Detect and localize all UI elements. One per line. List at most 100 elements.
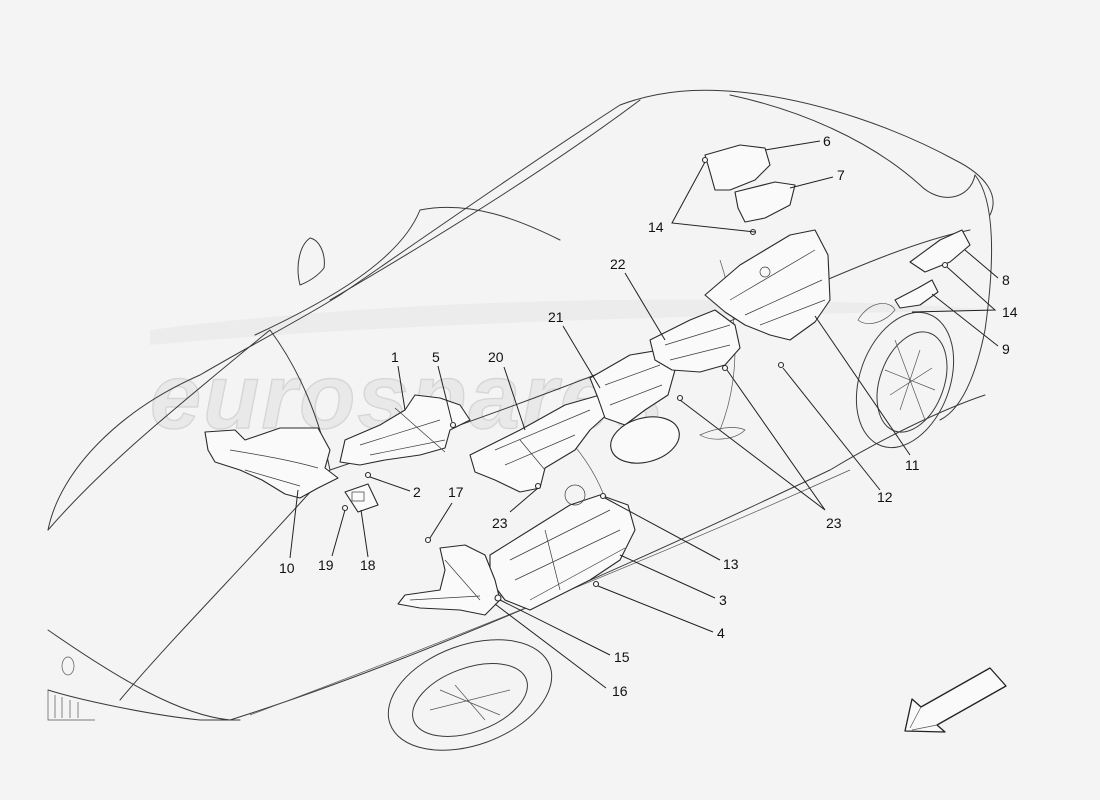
rear-wheel (855, 311, 955, 449)
callout-13: 13 (723, 556, 739, 572)
part-10-ribs (229, 449, 319, 487)
leader-11 (814, 315, 911, 456)
heat-shield-parts (204, 144, 971, 616)
part-front-shield-ribs (409, 559, 481, 601)
leader-1 (397, 365, 406, 411)
part-7-heat-shield (734, 181, 796, 223)
fastener-5 (449, 421, 457, 429)
part-21-ribs (604, 364, 663, 406)
callout-7: 7 (837, 167, 845, 183)
part-9-heat-shield (894, 279, 939, 309)
part-22-heat-shield (649, 309, 741, 373)
leader-18 (360, 509, 369, 558)
leader-16 (494, 603, 607, 689)
car-rear-window (729, 94, 976, 198)
car-badge (61, 656, 75, 676)
car-mirror (297, 237, 325, 286)
callout-12: 12 (877, 489, 893, 505)
front-wheel (387, 639, 553, 751)
fastener-4 (592, 580, 600, 588)
callout-3: 3 (719, 592, 727, 608)
callout-1: 1 (391, 349, 399, 365)
callout-23-left: 23 (492, 515, 508, 531)
leader-20 (503, 366, 526, 431)
callout-9: 9 (1002, 341, 1010, 357)
fastener-19 (341, 504, 349, 512)
part-muffler (610, 416, 680, 464)
callout-15: 15 (614, 649, 630, 665)
callout-11: 11 (905, 457, 920, 473)
leader-23b (679, 369, 826, 511)
leader-10 (289, 489, 299, 559)
part-3-heat-shield (489, 494, 636, 611)
callout-4: 4 (717, 625, 725, 641)
part-6-heat-shield (704, 144, 771, 191)
leader-14b (911, 266, 997, 313)
leader-9 (931, 293, 999, 347)
fastener-2 (364, 471, 372, 479)
watermark-swoosh (150, 299, 1000, 345)
leader-13 (604, 497, 721, 561)
leader-6 (764, 140, 821, 151)
leader-lines (289, 140, 999, 689)
callout-22: 22 (610, 256, 626, 272)
part-3-ribs (509, 509, 626, 601)
callout-5: 5 (432, 349, 440, 365)
leader-7 (789, 176, 834, 189)
leader-15 (499, 599, 611, 656)
fastener-17 (424, 536, 432, 544)
part-10-heat-shield (204, 427, 339, 499)
car-front-fascia (47, 689, 241, 721)
callout-14-right: 14 (1002, 304, 1018, 320)
part-11-ribs (729, 249, 826, 326)
part-20-heat-shield (469, 394, 613, 493)
fastener-23c (721, 364, 729, 372)
fastener-15 (494, 594, 502, 602)
car-grille (47, 690, 95, 721)
part-21-heat-shield (589, 349, 676, 426)
part-8-heat-shield (909, 229, 971, 273)
part-22-ribs (664, 324, 731, 361)
part-18-bracket (344, 483, 379, 513)
fastener-23b (676, 394, 684, 402)
callout-21: 21 (548, 309, 564, 325)
part-11-heat-shield (704, 229, 831, 341)
callout-6: 6 (823, 133, 831, 149)
callout-18: 18 (360, 557, 376, 573)
car-roof-inner (329, 99, 641, 301)
leader-2 (369, 476, 411, 492)
leader-23a (509, 487, 539, 513)
leader-14a (671, 161, 756, 233)
direction-arrow-edge (909, 706, 938, 731)
car-windshield (254, 206, 561, 336)
callout-labels: 1 2 3 4 5 6 7 8 9 10 11 12 13 14 14 15 1… (279, 133, 1018, 699)
fastener-14-top (701, 156, 709, 164)
car-hood (47, 329, 331, 701)
leader-21 (562, 325, 601, 389)
fastener-14-right (941, 261, 949, 269)
leader-8 (964, 249, 999, 279)
callout-23-right: 23 (826, 515, 842, 531)
callout-19: 19 (318, 557, 334, 573)
fastener-13 (599, 492, 607, 500)
part-1-heat-shield (339, 394, 471, 466)
callout-17: 17 (448, 484, 464, 500)
leader-17 (429, 502, 453, 539)
leader-5 (437, 365, 453, 423)
leader-12 (782, 367, 881, 491)
callout-8: 8 (1002, 272, 1010, 288)
car-roofline (47, 89, 994, 531)
part-18-hole (351, 491, 365, 502)
fastener-12 (777, 361, 785, 369)
car-rear (939, 174, 993, 421)
callout-2: 2 (413, 484, 421, 500)
part-20-ribs (494, 409, 591, 471)
leader-19 (331, 509, 346, 557)
part-1-ribs (359, 407, 446, 456)
callout-14-left: 14 (648, 219, 664, 235)
part-11-boss (759, 266, 771, 278)
callout-10: 10 (279, 560, 295, 576)
leader-22 (624, 272, 666, 341)
